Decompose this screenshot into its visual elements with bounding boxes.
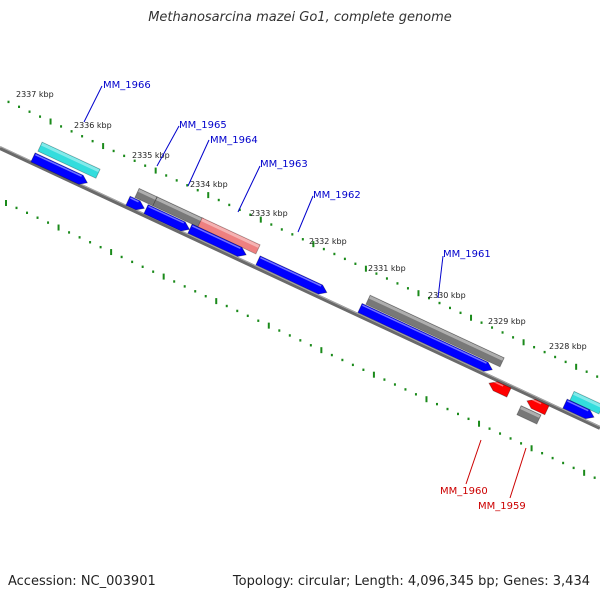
gene-label-mm1961[interactable]: MM_1961: [443, 249, 491, 260]
gene-mm1959[interactable]: [516, 405, 542, 425]
tick-tracks: [5, 100, 599, 479]
topology-text: Topology: circular; Length: 4,096,345 bp…: [232, 574, 590, 589]
scale-label: 2335 kbp: [132, 151, 170, 160]
cds-edge-right[interactable]: [562, 398, 596, 422]
gene-mm1961[interactable]: [365, 294, 505, 368]
scale-labels: 2337 kbp 2336 kbp 2335 kbp 2334 kbp 2333…: [16, 90, 587, 351]
gene-label-mm1959[interactable]: MM_1959: [478, 501, 526, 512]
scale-label: 2329 kbp: [488, 317, 526, 326]
gene-label-mm1963[interactable]: MM_1963: [260, 159, 308, 170]
genome-backbone-highlight: [0, 146, 600, 427]
gene-label-mm1965[interactable]: MM_1965: [179, 120, 227, 131]
cds-mm1959[interactable]: [525, 396, 550, 416]
cds-mm1966[interactable]: [30, 152, 90, 187]
scale-label: 2331 kbp: [368, 264, 406, 273]
scale-label: 2336 kbp: [74, 121, 112, 130]
scale-label: 2328 kbp: [549, 342, 587, 351]
cds-mm1963[interactable]: [187, 223, 248, 259]
gene-label-mm1962[interactable]: MM_1962: [313, 190, 361, 201]
cds-mm1962[interactable]: [255, 255, 329, 297]
map-title: Methanosarcina mazei Go1, complete genom…: [148, 10, 452, 25]
scale-label: 2332 kbp: [309, 237, 347, 246]
feature-tracks: [30, 141, 600, 425]
accession-text: Accession: NC_003901: [8, 574, 156, 589]
gene-label-mm1966[interactable]: MM_1966: [103, 80, 151, 91]
scale-label: 2333 kbp: [250, 209, 288, 218]
cds-mm1964[interactable]: [143, 204, 192, 234]
gene-label-mm1964[interactable]: MM_1964: [210, 135, 258, 146]
scale-label: 2337 kbp: [16, 90, 54, 99]
cds-mm1961[interactable]: [357, 302, 495, 374]
gene-labels: MM_1966 MM_1965 MM_1964 MM_1963 MM_1962 …: [103, 80, 526, 512]
scale-label: 2330 kbp: [428, 291, 466, 300]
cds-mm1965[interactable]: [125, 195, 147, 213]
gene-label-mm1960[interactable]: MM_1960: [440, 486, 488, 497]
genome-backbone: [0, 146, 600, 430]
scale-label: 2334 kbp: [190, 180, 228, 189]
gene-mm1966[interactable]: [37, 141, 101, 179]
cds-mm1960[interactable]: [487, 379, 512, 398]
gene-leader-lines: [83, 85, 527, 499]
